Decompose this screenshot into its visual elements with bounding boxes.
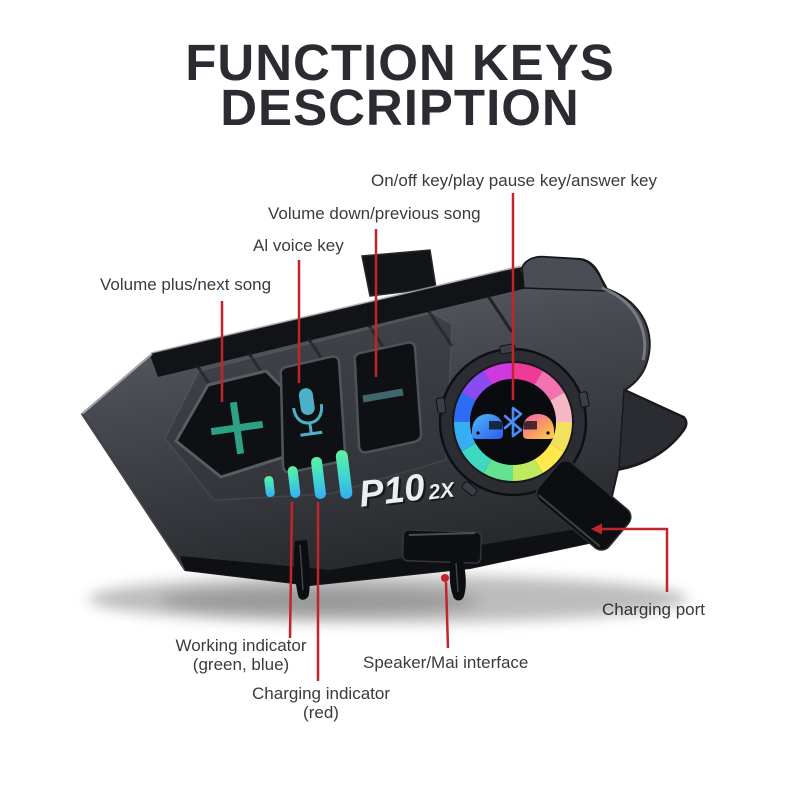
- callout-arrow-charging-port: [591, 523, 602, 535]
- label-on-off-key: On/off key/play pause key/answer key: [371, 171, 658, 190]
- callout-line-working: [288, 501, 294, 639]
- helmet-left-icon: [472, 414, 503, 439]
- volume-plus-button: [174, 369, 295, 479]
- callout-lines: [220, 193, 669, 681]
- label-speaker-interface: Speaker/Mai interface: [363, 653, 529, 672]
- speaker-connector: [294, 529, 483, 601]
- bluetooth-icon: [503, 406, 523, 438]
- page-title: FUNCTION KEYS DESCRIPTION: [0, 34, 800, 136]
- charging-port-flap: [535, 460, 632, 551]
- connector-block: [401, 529, 483, 564]
- label-ai-voice-key: Al voice key: [253, 236, 344, 255]
- minus-icon: [362, 388, 404, 403]
- volume-minus-button: [353, 341, 423, 454]
- page-title-line2: DESCRIPTION: [220, 79, 580, 136]
- ground-shadow: [88, 575, 688, 623]
- label-charging-indicator-line1: Charging indicator: [252, 684, 390, 703]
- logo-suffix: 2X: [426, 478, 457, 504]
- plus-icon: [210, 401, 264, 455]
- device-logo: P10 P10 2X 2X: [357, 466, 459, 517]
- logo-shadow: P10: [359, 468, 430, 517]
- ai-voice-button: [279, 355, 347, 474]
- label-working-indicator-line2: (green, blue): [192, 655, 290, 674]
- callout-dot-speaker: [441, 574, 449, 582]
- logo-main: P10: [357, 466, 428, 515]
- label-charging-indicator: Charging indicator (red): [230, 684, 412, 722]
- led-bars: [264, 450, 353, 499]
- callout-line-charging-port: [600, 527, 669, 592]
- helmet-right-icon: [523, 414, 554, 439]
- label-charging-indicator-line2: (red): [303, 703, 339, 722]
- power-knob-button: [435, 343, 590, 499]
- mic-icon: [292, 388, 324, 437]
- label-working-indicator: Working indicator (green, blue): [150, 636, 332, 674]
- label-working-indicator-line1: Working indicator: [175, 636, 307, 655]
- page-title-line1: FUNCTION KEYS: [185, 34, 615, 91]
- label-volume-plus: Volume plus/next song: [100, 275, 272, 294]
- label-volume-down: Volume down/previous song: [268, 204, 481, 223]
- logo-suffix-shadow: 2X: [427, 480, 458, 506]
- callout-line-speaker: [444, 581, 450, 649]
